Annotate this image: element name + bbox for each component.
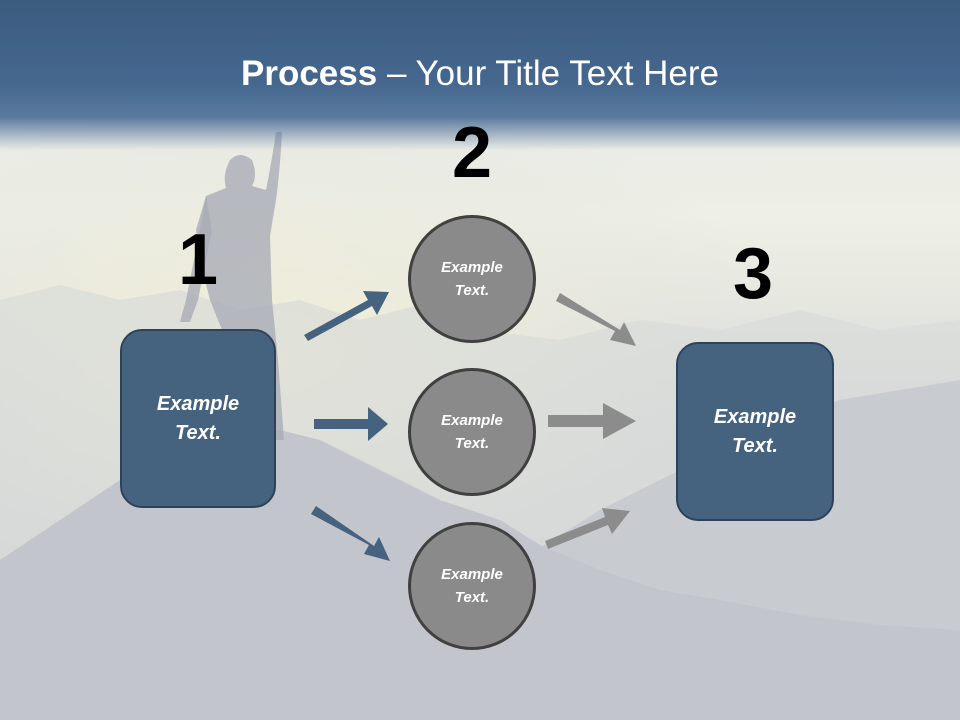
arrow-to-circle-2: [314, 407, 388, 441]
title-band: [0, 0, 960, 150]
arrow-to-circle-3: [311, 506, 390, 561]
step-1-text-line1: Example: [156, 392, 240, 415]
circle-2-text-line1: Example: [441, 412, 503, 429]
circle-3-text-line1: Example: [441, 566, 503, 583]
arrow-from-circle-3: [545, 508, 630, 549]
person-arm-left: [180, 196, 212, 322]
step-3-text-line2: Text.: [732, 434, 778, 457]
step-number-1: 1: [177, 220, 219, 300]
step-3-box: Example Text.: [676, 342, 834, 521]
title-rest: – Your Title Text Here: [377, 54, 719, 93]
step-2-circle-1: Example Text.: [408, 215, 536, 343]
arrow-to-circle-1: [304, 291, 389, 341]
arrow-from-circle-1: [556, 293, 636, 346]
gray-arrows: [545, 293, 636, 549]
circle-1-text-line2: Text.: [454, 282, 490, 299]
step-2-circle-2: Example Text.: [408, 368, 536, 496]
slide-title: Process – Your Title Text Here: [0, 52, 960, 96]
circle-1-text-line1: Example: [441, 259, 503, 276]
step-1-box: Example Text.: [120, 329, 276, 508]
step-number-2: 2: [451, 113, 493, 193]
arrow-from-circle-2: [548, 403, 636, 439]
step-number-3: 3: [732, 234, 774, 314]
step-1-text-line2: Text.: [175, 421, 221, 444]
circle-2-text-line2: Text.: [454, 435, 490, 452]
blue-arrows: [304, 291, 390, 561]
step-3-text-line1: Example: [713, 405, 797, 428]
circle-3-text-line2: Text.: [454, 589, 490, 606]
title-bold: Process: [241, 54, 378, 93]
step-2-circle-3: Example Text.: [408, 522, 536, 650]
